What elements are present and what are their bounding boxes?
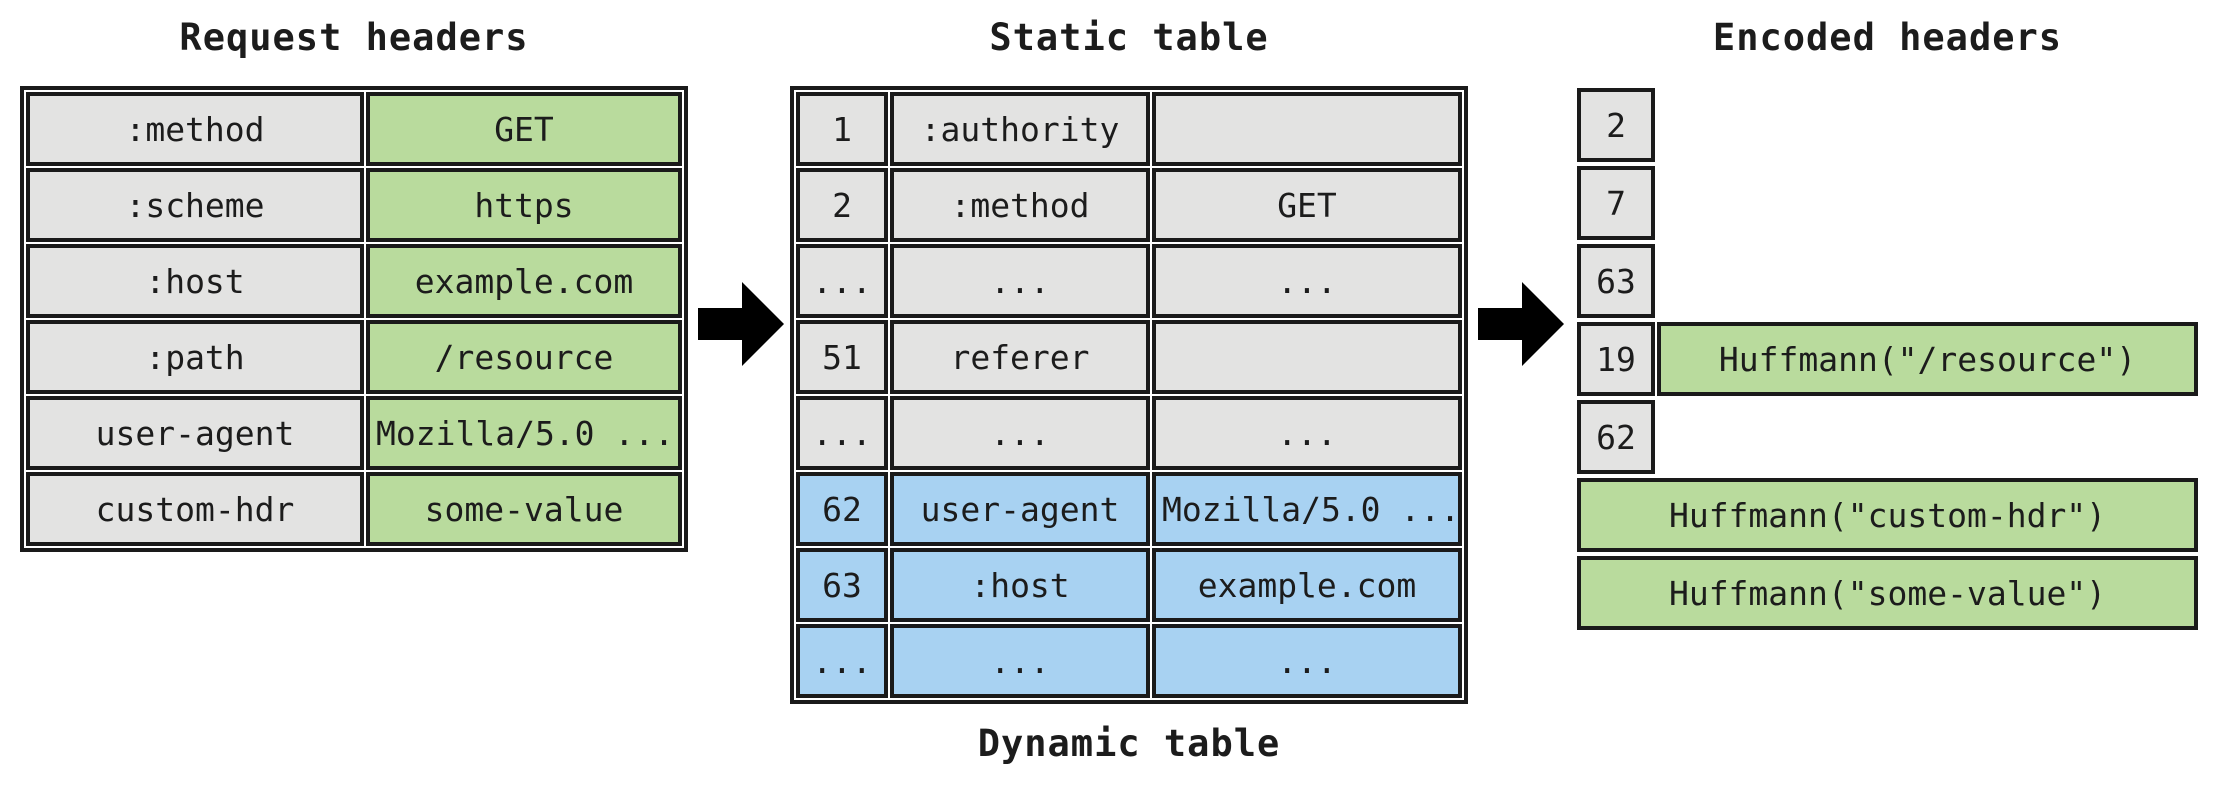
header-value-cell: [1152, 320, 1462, 394]
encoded-index-cell: 2: [1577, 88, 1655, 162]
index-cell: 1: [796, 92, 888, 166]
header-value-cell: ...: [1152, 244, 1462, 318]
header-name-cell: user-agent: [26, 396, 364, 470]
table-row: .........: [796, 624, 1462, 698]
header-value-cell: Mozilla/5.0 ...: [1152, 472, 1462, 546]
header-name-cell: referer: [890, 320, 1150, 394]
header-value-cell: [1152, 92, 1462, 166]
header-name-cell: :method: [890, 168, 1150, 242]
header-name-cell: :scheme: [26, 168, 364, 242]
table-row: 1:authority: [796, 92, 1462, 166]
header-value-cell: example.com: [1152, 548, 1462, 622]
arrow-right-icon: [698, 282, 784, 366]
header-name-cell: custom-hdr: [26, 472, 364, 546]
dynamic-table-label: Dynamic table: [977, 722, 1281, 765]
index-cell: ...: [796, 624, 888, 698]
header-name-cell: ...: [890, 396, 1150, 470]
header-name-cell: :authority: [890, 92, 1150, 166]
encoded-index-cell: 62: [1577, 400, 1655, 474]
encoded-headers-title: Encoded headers: [1712, 16, 2063, 59]
index-cell: 62: [796, 472, 888, 546]
header-value-cell: ...: [1152, 396, 1462, 470]
index-cell: 51: [796, 320, 888, 394]
encoded-literal-cell: Huffmann("custom-hdr"): [1577, 478, 2198, 552]
index-cell: ...: [796, 244, 888, 318]
index-cell: 63: [796, 548, 888, 622]
header-value-cell: some-value: [366, 472, 682, 546]
encoded-index-cell: 7: [1577, 166, 1655, 240]
arrow-right-icon: [1478, 282, 1564, 366]
table-row: .........: [796, 244, 1462, 318]
header-name-cell: :host: [26, 244, 364, 318]
table-row: :path/resource: [26, 320, 682, 394]
header-name-cell: :method: [26, 92, 364, 166]
header-value-cell: example.com: [366, 244, 682, 318]
encoded-literal-cell: Huffmann("some-value"): [1577, 556, 2198, 630]
encoded-literal-cell: Huffmann("/resource"): [1657, 322, 2198, 396]
header-value-cell: ...: [1152, 624, 1462, 698]
header-name-cell: ...: [890, 244, 1150, 318]
static-table-title: Static table: [989, 16, 1269, 59]
header-name-cell: :host: [890, 548, 1150, 622]
index-cell: 2: [796, 168, 888, 242]
header-value-cell: https: [366, 168, 682, 242]
request-headers-title: Request headers: [179, 16, 529, 59]
header-value-cell: /resource: [366, 320, 682, 394]
header-value-cell: Mozilla/5.0 ...: [366, 396, 682, 470]
header-name-cell: user-agent: [890, 472, 1150, 546]
header-value-cell: GET: [366, 92, 682, 166]
index-cell: ...: [796, 396, 888, 470]
encoded-index-cell: 19: [1577, 322, 1655, 396]
encoded-index-cell: 63: [1577, 244, 1655, 318]
header-value-cell: GET: [1152, 168, 1462, 242]
header-name-cell: :path: [26, 320, 364, 394]
header-name-cell: ...: [890, 624, 1150, 698]
table-row: .........: [796, 396, 1462, 470]
